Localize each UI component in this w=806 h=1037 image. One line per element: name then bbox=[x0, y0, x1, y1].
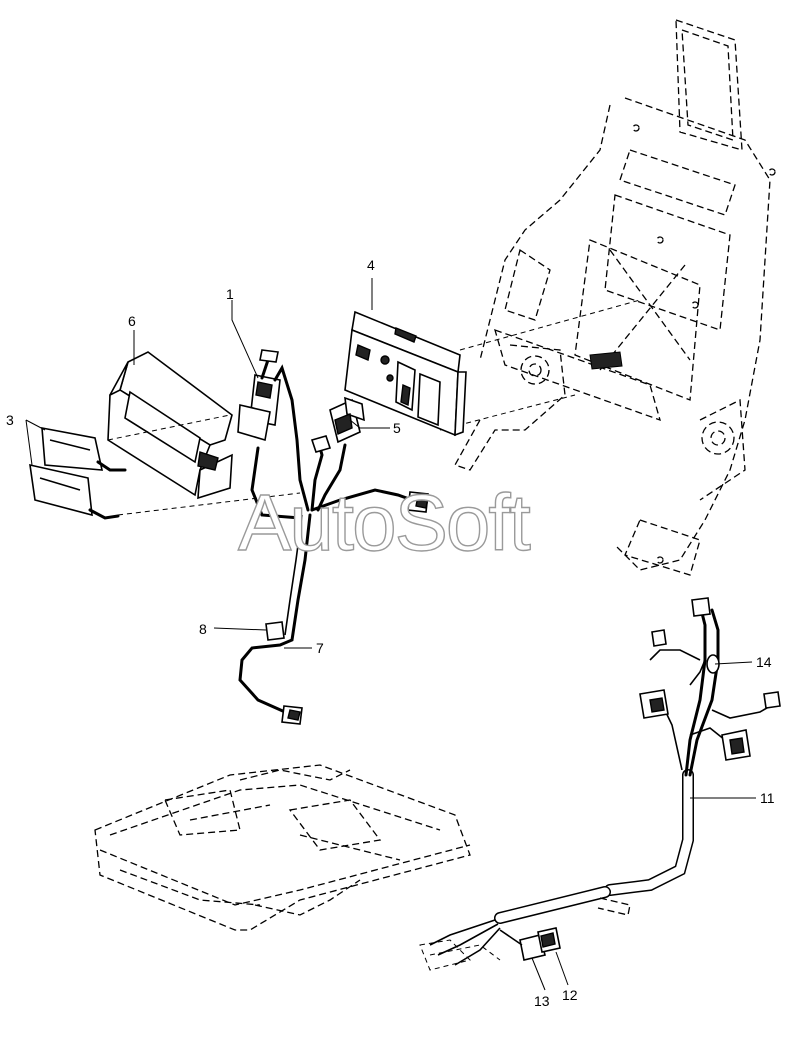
part-7-upper-harness bbox=[238, 488, 429, 725]
seat-back-frame bbox=[439, 19, 776, 576]
part-11-lower-harness bbox=[419, 769, 694, 971]
watermark-text: AutoSoft bbox=[238, 478, 531, 567]
part-5-connector bbox=[310, 396, 365, 512]
leader-lines bbox=[25, 278, 756, 991]
part-6-backrest-trim bbox=[107, 351, 233, 500]
callout-13: 13 bbox=[534, 993, 550, 1009]
callout-5: 5 bbox=[393, 420, 401, 436]
callout-12: 12 bbox=[562, 987, 578, 1003]
callout-8: 8 bbox=[199, 621, 207, 637]
seat-cushion-frame bbox=[94, 764, 471, 931]
callout-4: 4 bbox=[367, 257, 375, 273]
part-1-module bbox=[237, 349, 310, 520]
callout-14: 14 bbox=[756, 654, 772, 670]
part-14-branch-harness bbox=[639, 597, 781, 777]
part-12-13-connectors bbox=[499, 927, 561, 961]
callout-6: 6 bbox=[128, 313, 136, 329]
part-4-switch-housing bbox=[344, 310, 467, 437]
callout-3: 3 bbox=[6, 412, 14, 428]
callout-11: 11 bbox=[760, 790, 775, 806]
callout-labels: 1 3 4 5 6 7 8 11 12 13 14 bbox=[6, 257, 775, 1009]
callout-1: 1 bbox=[226, 286, 234, 302]
part-3-heating-pads bbox=[29, 414, 301, 520]
callout-7: 7 bbox=[316, 640, 324, 656]
